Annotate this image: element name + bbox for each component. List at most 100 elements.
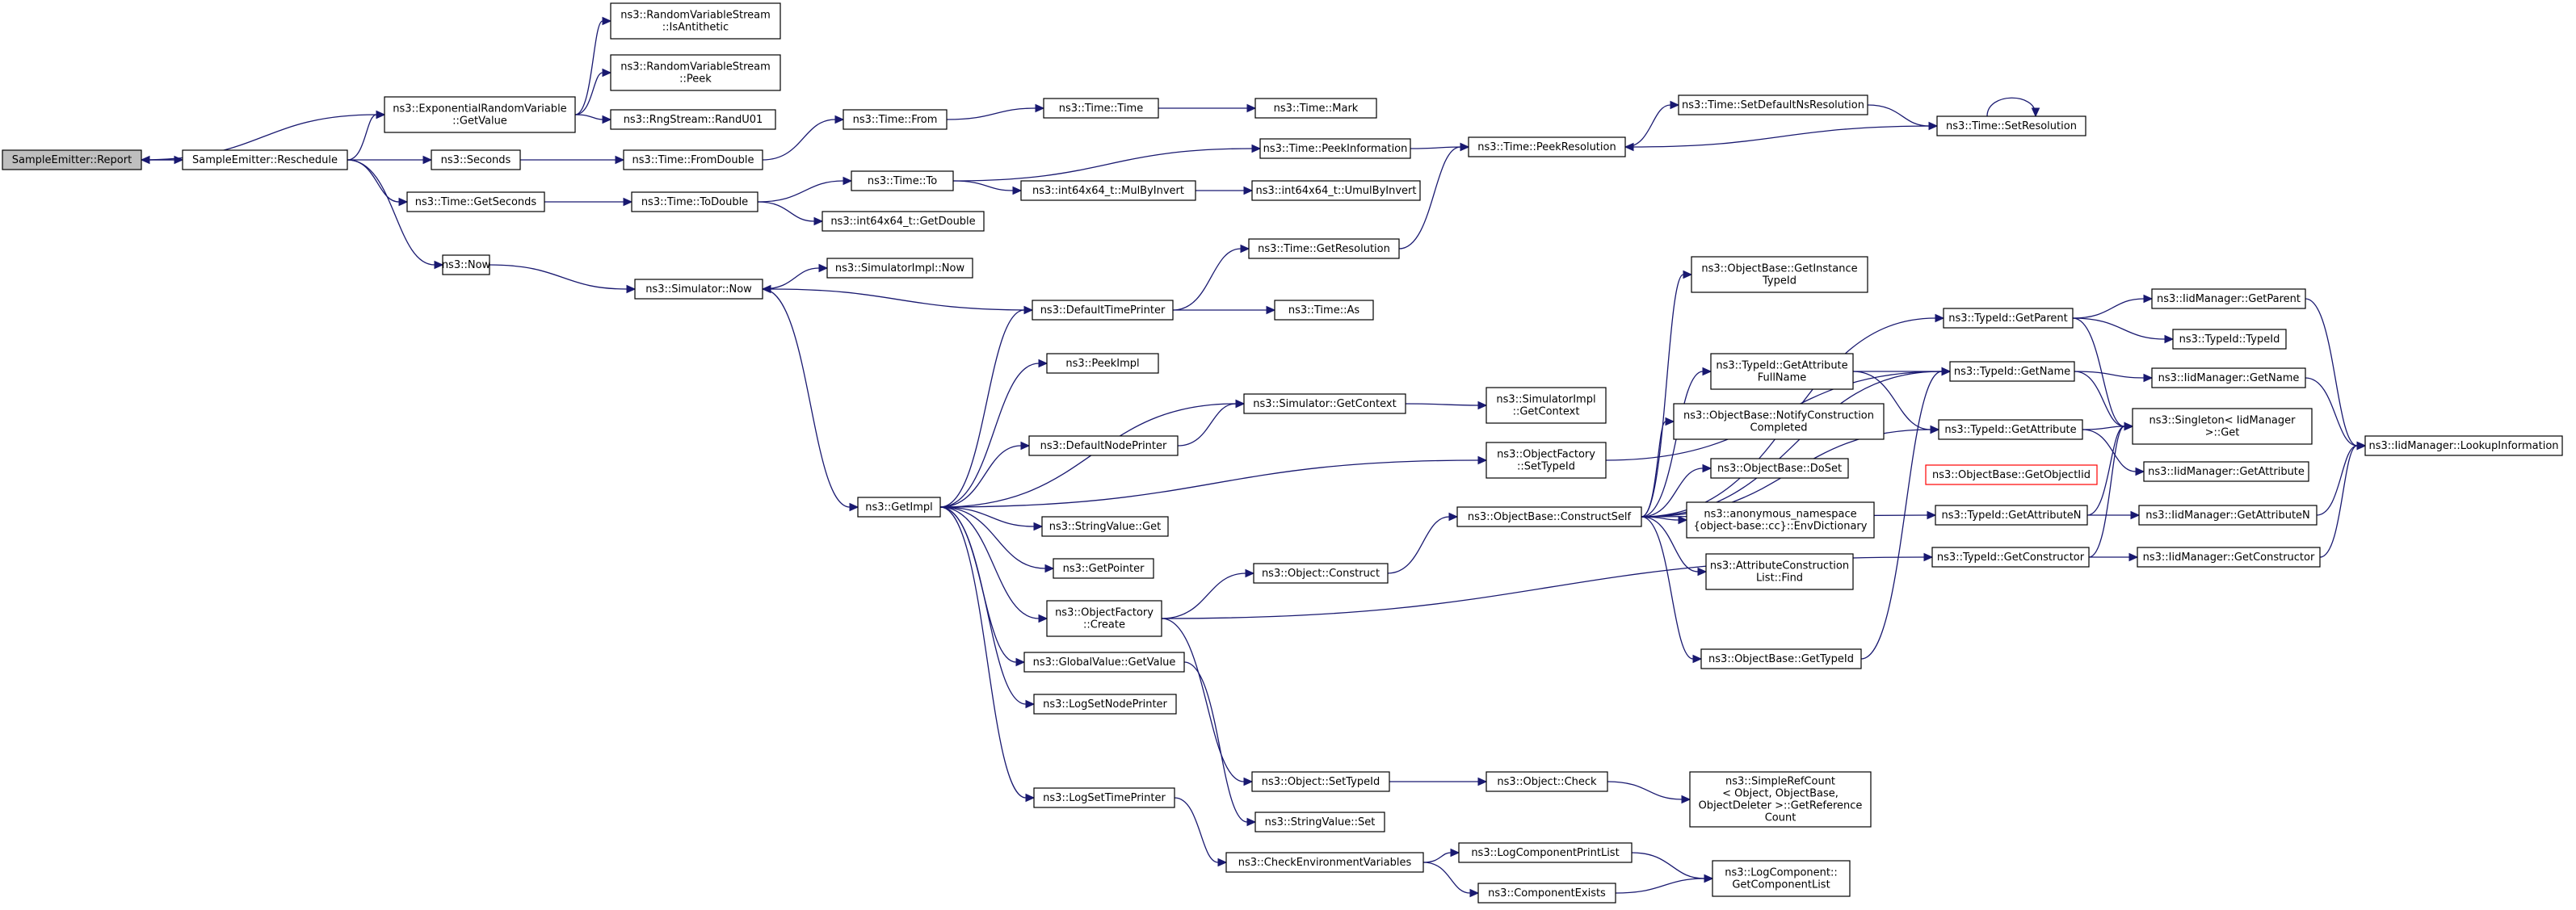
- node-iid-get-attribute-n[interactable]: ns3::IidManager::GetAttributeN: [2138, 505, 2318, 526]
- node-now[interactable]: ns3::Now: [442, 254, 491, 275]
- edge-line: [939, 459, 1479, 508]
- node-time-mark[interactable]: ns3::Time::Mark: [1254, 98, 1377, 119]
- node-check-env-vars[interactable]: ns3::CheckEnvironmentVariables: [1225, 852, 1424, 873]
- node-log-comp-get-list[interactable]: ns3::LogComponent::GetComponentList: [1712, 860, 1851, 897]
- node-label-line: ns3::SimulatorImpl::Now: [835, 262, 965, 275]
- node-exp-get-value[interactable]: ns3::ExponentialRandomVariable::GetValue: [384, 96, 576, 133]
- node-ob-get-object-iid[interactable]: ns3::ObjectBase::GetObjectIid: [1925, 464, 2098, 485]
- node-time-to[interactable]: ns3::Time::To: [851, 170, 954, 191]
- node-get-impl[interactable]: ns3::GetImpl: [857, 497, 941, 518]
- node-box: [2132, 408, 2313, 445]
- edge-get-impl-to-log-set-time-printer: [939, 506, 1036, 803]
- node-label-line: ns3::DefaultNodePrinter: [1040, 440, 1167, 452]
- node-peek-resolution[interactable]: ns3::Time::PeekResolution: [1468, 136, 1626, 157]
- node-peek-information[interactable]: ns3::Time::PeekInformation: [1259, 138, 1411, 159]
- node-time-time[interactable]: ns3::Time::Time: [1043, 98, 1159, 119]
- node-obj-check[interactable]: ns3::Object::Check: [1486, 771, 1608, 792]
- edge-get-impl-to-of-set-type-id: [939, 455, 1488, 508]
- node-label-line: ns3::IidManager::GetParent: [2157, 293, 2301, 305]
- node-set-resolution[interactable]: ns3::Time::SetResolution: [1936, 115, 2086, 136]
- node-time-from[interactable]: ns3::Time::From: [843, 109, 948, 130]
- node-string-value-set[interactable]: ns3::StringValue::Set: [1254, 811, 1385, 832]
- node-default-node-printer[interactable]: ns3::DefaultNodePrinter: [1028, 435, 1179, 456]
- node-label-line: ns3::Time::GetSeconds: [415, 196, 537, 208]
- edge-of-create-to-obj-construct: [1161, 568, 1255, 619]
- node-type-id-get-attribute[interactable]: ns3::TypeId::GetAttribute: [1938, 419, 2083, 440]
- node-iid-get-name[interactable]: ns3::IidManager::GetName: [2151, 367, 2306, 388]
- node-ob-do-set[interactable]: ns3::ObjectBase::DoSet: [1710, 458, 1849, 479]
- node-box: [822, 211, 985, 232]
- node-time-get-seconds[interactable]: ns3::Time::GetSeconds: [406, 191, 545, 212]
- node-ob-notify-construction[interactable]: ns3::ObjectBase::NotifyConstructionCompl…: [1673, 403, 1885, 440]
- node-time-to-double[interactable]: ns3::Time::ToDouble: [631, 191, 759, 212]
- node-simple-ref-count[interactable]: ns3::SimpleRefCount< Object, ObjectBase,…: [1689, 771, 1872, 828]
- node-sim-impl-get-context[interactable]: ns3::SimulatorImpl::GetContext: [1486, 387, 1607, 424]
- node-label-line: ns3::StringValue::Set: [1265, 816, 1376, 828]
- node-iid-get-parent[interactable]: ns3::IidManager::GetParent: [2151, 288, 2306, 309]
- node-type-id-get-parent[interactable]: ns3::TypeId::GetParent: [1943, 308, 2074, 329]
- node-int64-get-double[interactable]: ns3::int64x64_t::GetDouble: [822, 211, 985, 232]
- node-label-line: ns3::SimpleRefCount: [1725, 776, 1835, 788]
- node-iid-get-constructor[interactable]: ns3::IidManager::GetConstructor: [2137, 547, 2321, 568]
- node-label-line: FullName: [1758, 372, 1807, 384]
- node-obj-set-type-id[interactable]: ns3::Object::SetTypeId: [1251, 771, 1390, 792]
- node-singleton-get[interactable]: ns3::Singleton< IidManager>::Get: [2132, 408, 2313, 445]
- node-mul-by-invert[interactable]: ns3::int64x64_t::MulByInvert: [1020, 180, 1196, 201]
- node-log-set-node-printer[interactable]: ns3::LogSetNodePrinter: [1033, 694, 1177, 715]
- node-type-id-get-name[interactable]: ns3::TypeId::GetName: [1949, 361, 2075, 382]
- node-set-default-ns-res[interactable]: ns3::Time::SetDefaultNsResolution: [1678, 94, 1868, 115]
- node-seconds[interactable]: ns3::Seconds: [431, 149, 521, 170]
- node-rvs-peek[interactable]: ns3::RandomVariableStream::Peek: [610, 54, 781, 91]
- edge-type-id-get-parent-to-singleton-get: [2072, 317, 2134, 431]
- node-box: [1678, 94, 1868, 115]
- node-type-id-get-constructor[interactable]: ns3::TypeId::GetConstructor: [1931, 547, 2090, 568]
- node-label-line: ns3::GetPointer: [1063, 563, 1145, 575]
- node-of-create[interactable]: ns3::ObjectFactory::Create: [1046, 600, 1162, 637]
- edge-line: [1867, 104, 1930, 127]
- node-time-as[interactable]: ns3::Time::As: [1274, 300, 1374, 321]
- node-log-set-time-printer[interactable]: ns3::LogSetTimePrinter: [1033, 787, 1175, 808]
- edge-line: [1641, 468, 1704, 518]
- edge-exp-get-value-to-is-antithetic: [574, 16, 612, 115]
- node-component-exists[interactable]: ns3::ComponentExists: [1477, 883, 1616, 904]
- node-ob-construct-self[interactable]: ns3::ObjectBase::ConstructSelf: [1456, 506, 1642, 527]
- node-log-comp-print-list[interactable]: ns3::LogComponentPrintList: [1458, 842, 1633, 863]
- node-box: [406, 191, 545, 212]
- node-sim-impl-now[interactable]: ns3::SimulatorImpl::Now: [826, 258, 973, 279]
- node-is-antithetic[interactable]: ns3::RandomVariableStream::IsAntithetic: [610, 2, 781, 40]
- node-sim-get-context[interactable]: ns3::Simulator::GetContext: [1243, 393, 1406, 414]
- node-type-id-get-attribute-n[interactable]: ns3::TypeId::GetAttributeN: [1935, 505, 2088, 526]
- node-type-id-type-id[interactable]: ns3::TypeId::TypeId: [2172, 329, 2287, 350]
- node-get-pointer[interactable]: ns3::GetPointer: [1053, 558, 1154, 579]
- node-label-line: GetComponentList: [1732, 879, 1830, 891]
- node-iid-get-attribute[interactable]: ns3::IidManager::GetAttribute: [2143, 461, 2309, 482]
- node-global-value-get-value[interactable]: ns3::GlobalValue::GetValue: [1023, 652, 1185, 673]
- edge-arrowhead: [761, 284, 771, 294]
- node-reschedule[interactable]: SampleEmitter::Reschedule: [182, 149, 348, 170]
- node-report[interactable]: SampleEmitter::Report: [2, 149, 142, 170]
- node-box: [857, 497, 941, 518]
- node-peek-impl[interactable]: ns3::PeekImpl: [1046, 353, 1159, 374]
- node-of-set-type-id[interactable]: ns3::ObjectFactory::SetTypeId: [1486, 442, 1607, 479]
- node-box: [843, 109, 948, 130]
- node-obj-construct[interactable]: ns3::Object::Construct: [1253, 563, 1389, 584]
- node-default-time-printer[interactable]: ns3::DefaultTimePrinter: [1032, 300, 1174, 321]
- node-umul-by-invert[interactable]: ns3::int64x64_t::UmulByInvert: [1251, 180, 1421, 201]
- node-env-dictionary[interactable]: ns3::anonymous_namespace{object-base::cc…: [1686, 501, 1875, 539]
- node-rand-u01[interactable]: ns3::RngStream::RandU01: [610, 109, 776, 130]
- node-string-value-get[interactable]: ns3::StringValue::Get: [1041, 516, 1169, 537]
- node-time-get-resolution[interactable]: ns3::Time::GetResolution: [1248, 238, 1400, 259]
- node-time-from-double[interactable]: ns3::Time::FromDouble: [623, 149, 763, 170]
- edge-type-id-get-name-to-iid-get-name: [2074, 371, 2154, 383]
- edge-time-from-to-time-time: [946, 103, 1045, 120]
- node-iid-lookup-information[interactable]: ns3::IidManager::LookupInformation: [2364, 435, 2563, 456]
- edge-obj-check-to-simple-ref-count: [1607, 781, 1691, 804]
- node-box: [2137, 547, 2321, 568]
- edge-line: [1422, 862, 1471, 894]
- node-ob-get-type-id[interactable]: ns3::ObjectBase::GetTypeId: [1700, 648, 1862, 669]
- node-sim-now[interactable]: ns3::Simulator::Now: [634, 279, 763, 300]
- edge-arrowhead: [1243, 186, 1254, 195]
